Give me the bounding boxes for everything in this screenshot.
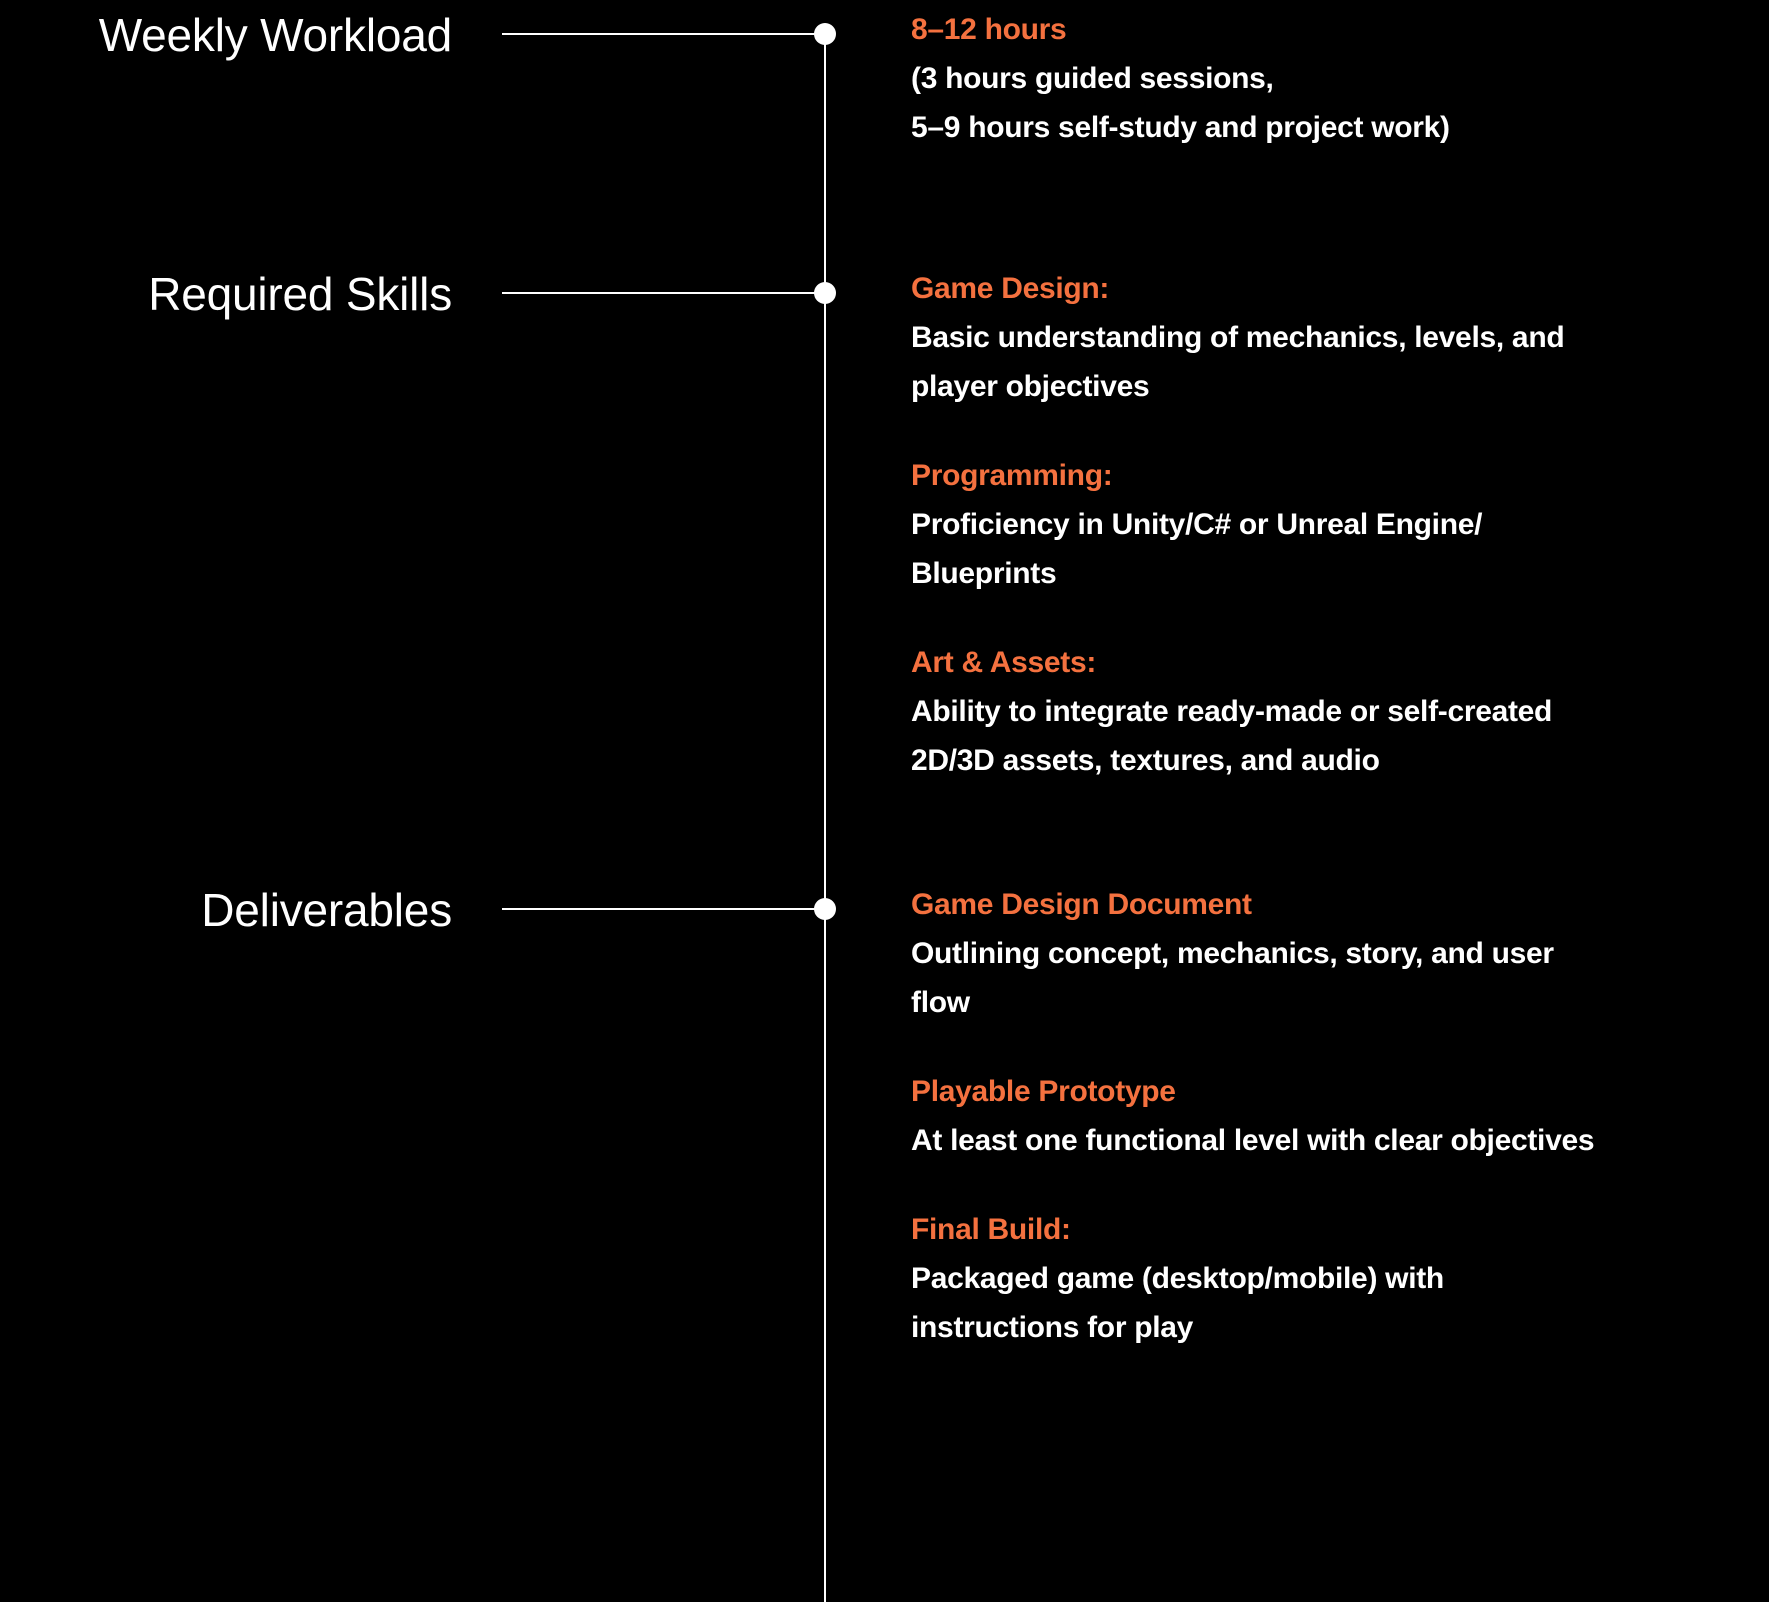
- timeline-node-required-skills[interactable]: [814, 282, 836, 304]
- block-line: Ability to integrate ready-made or self-…: [911, 695, 1553, 728]
- block-line: player objectives: [911, 370, 1150, 403]
- block-heading: Game Design Document: [911, 888, 1252, 921]
- timeline-spine: [824, 33, 826, 1602]
- section-label-required-skills: Required Skills: [148, 268, 452, 320]
- content-block: Game Design: Basic understanding of mecha…: [911, 264, 1741, 411]
- leader-line-required-skills: [502, 292, 824, 294]
- section-label-weekly-workload: Weekly Workload: [98, 9, 452, 61]
- leader-line-weekly-workload: [502, 33, 824, 35]
- section-content-required-skills: Game Design: Basic understanding of mecha…: [911, 264, 1741, 785]
- content-block: Playable Prototype At least one functiona…: [911, 1067, 1741, 1165]
- block-line: 5–9 hours self-study and project work): [911, 111, 1450, 144]
- leader-line-deliverables: [502, 908, 824, 910]
- timeline-node-deliverables[interactable]: [814, 898, 836, 920]
- block-heading: Art & Assets:: [911, 646, 1097, 679]
- content-block: 8–12 hours (3 hours guided sessions, 5–9 h…: [911, 5, 1741, 152]
- block-line: (3 hours guided sessions,: [911, 62, 1274, 95]
- block-line: Outlining concept, mechanics, story, and…: [911, 937, 1554, 970]
- block-heading: Programming:: [911, 459, 1113, 492]
- block-heading: Game Design:: [911, 272, 1110, 305]
- block-line: Proficiency in Unity/C# or Unreal Engine…: [911, 508, 1483, 541]
- block-heading: Playable Prototype: [911, 1075, 1176, 1108]
- block-line: 2D/3D assets, textures, and audio: [911, 744, 1380, 777]
- block-line: instructions for play: [911, 1311, 1194, 1344]
- section-content-weekly-workload: 8–12 hours (3 hours guided sessions, 5–9 h…: [911, 5, 1741, 152]
- timeline-node-weekly-workload[interactable]: [814, 23, 836, 45]
- block-line: Basic understanding of mechanics, levels…: [911, 321, 1565, 354]
- block-line: Packaged game (desktop/mobile) with: [911, 1262, 1444, 1295]
- block-line: At least one functional level with clear…: [911, 1124, 1595, 1157]
- block-line: Blueprints: [911, 557, 1057, 590]
- block-heading: Final Build:: [911, 1213, 1071, 1246]
- section-label-deliverables: Deliverables: [201, 884, 452, 936]
- block-line: flow: [911, 986, 970, 1019]
- content-block: Programming: Proficiency in Unity/C# or U…: [911, 451, 1741, 598]
- content-block: Art & Assets: Ability to integrate ready-…: [911, 638, 1741, 785]
- content-block: Final Build: Packaged game (desktop/mobil…: [911, 1205, 1741, 1352]
- block-heading: 8–12 hours: [911, 13, 1067, 46]
